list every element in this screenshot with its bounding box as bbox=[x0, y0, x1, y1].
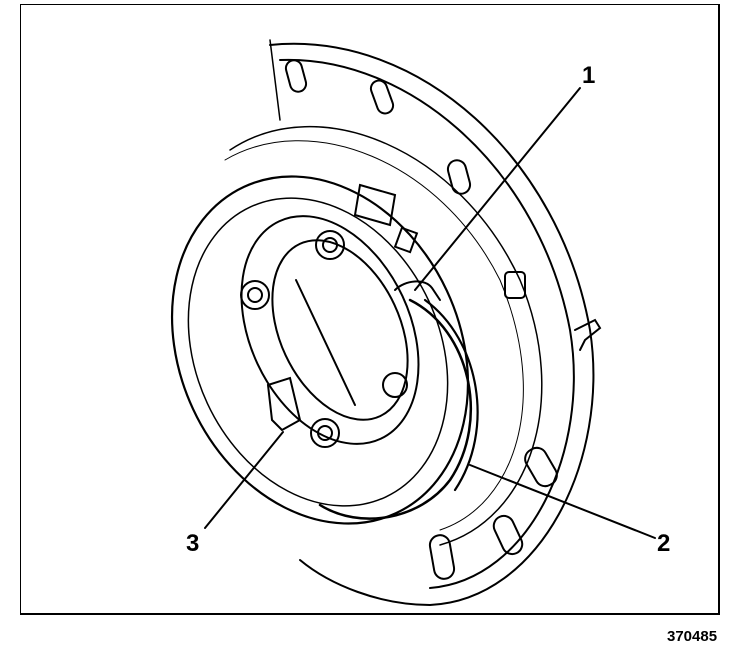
leader-lines bbox=[204, 87, 656, 539]
leader-line-1 bbox=[414, 87, 581, 291]
callout-3: 3 bbox=[186, 530, 200, 557]
adjuster-clip bbox=[353, 183, 441, 301]
figure-frame bbox=[20, 4, 720, 615]
brake-shoe bbox=[170, 175, 479, 525]
hub-assembly bbox=[240, 215, 420, 448]
figure-number: 370485 bbox=[667, 628, 718, 645]
leader-line-3 bbox=[204, 431, 284, 529]
leader-line-2 bbox=[469, 464, 656, 539]
backing-plate bbox=[224, 39, 595, 607]
callout-2: 2 bbox=[657, 530, 671, 557]
mounting-slots bbox=[284, 59, 602, 580]
callout-1: 1 bbox=[582, 62, 596, 89]
